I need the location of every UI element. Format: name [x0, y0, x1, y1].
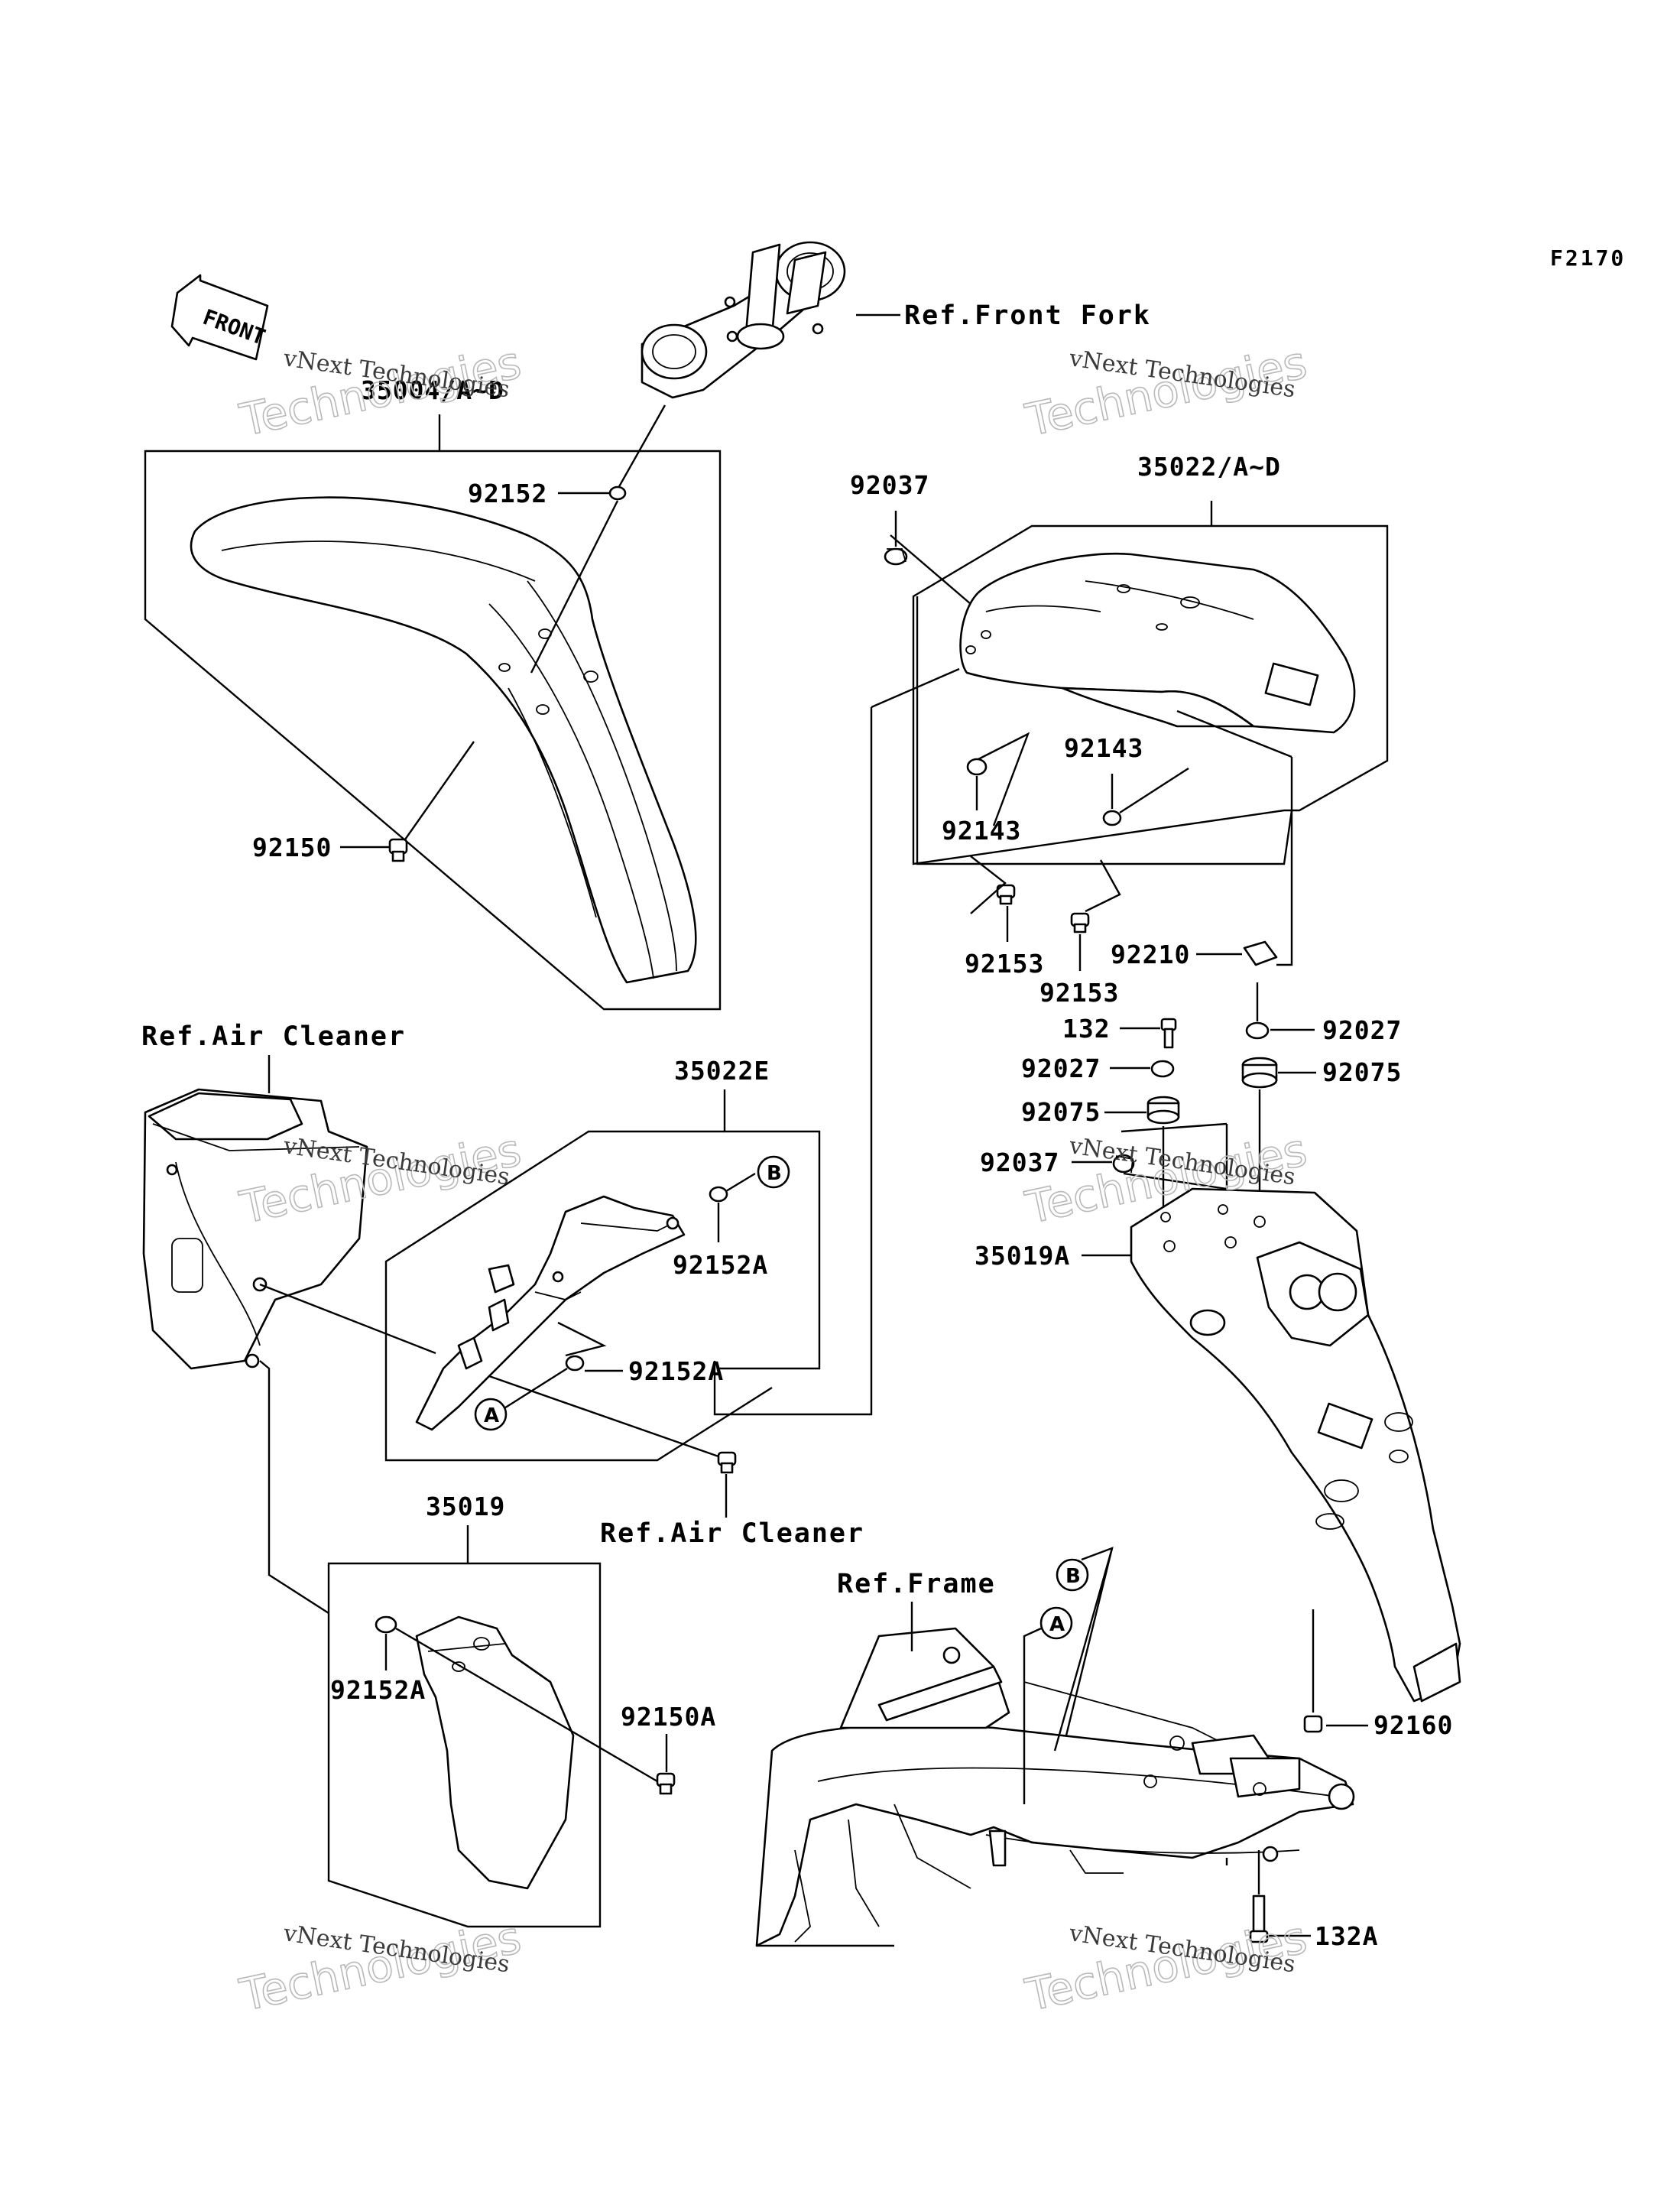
label-92037-top: 92037	[850, 470, 929, 500]
bolt-132-icon	[1160, 1018, 1177, 1049]
callout-b-upper: B	[757, 1155, 790, 1189]
rear-flap-part	[1130, 1187, 1461, 1703]
label-92150: 92150	[252, 833, 332, 862]
nut-92210-icon	[1243, 940, 1278, 966]
grommet-92143-left-icon	[966, 758, 988, 776]
svg-text:B: B	[1065, 1565, 1081, 1588]
ref-front-fork: Ref.Front Fork	[904, 300, 1151, 331]
svg-text:B: B	[767, 1162, 782, 1185]
front-fender-part	[190, 496, 697, 984]
diagram-code: F2170	[1550, 245, 1626, 271]
rear-fender-part	[959, 553, 1356, 734]
grommet-92152-icon	[608, 485, 627, 501]
label-92075-left: 92075	[1021, 1097, 1101, 1127]
label-rear-fender: 35022/A~D	[1137, 452, 1281, 482]
label-92152: 92152	[468, 479, 547, 508]
nut-92160-icon	[1303, 1715, 1323, 1733]
bolt-92153-right-icon	[1070, 912, 1090, 933]
label-92152A-side: 92152A	[330, 1675, 426, 1705]
rear-fender-group: 35022/A~D 92037 92143	[713, 452, 1389, 1416]
callout-a-upper: A	[474, 1398, 508, 1431]
ref-air-cleaner-top: Ref.Air Cleaner	[141, 1021, 406, 1052]
watermark-bottom-right: Technologies vNext Technologies	[1020, 1911, 1312, 2022]
callout-b-frame: B	[1056, 1558, 1089, 1592]
label-92037-mid: 92037	[980, 1148, 1059, 1177]
damper-92075-right-icon	[1241, 1057, 1278, 1089]
bolt-92153-left-icon	[996, 884, 1016, 905]
front-fork-clamp-part	[641, 241, 846, 399]
mounting-hardware-group: 132 92027 92027 92075 92075	[980, 982, 1402, 1269]
svg-text:A: A	[1049, 1613, 1065, 1636]
label-92075-right: 92075	[1322, 1057, 1402, 1087]
inner-fender-group: 35022E 92152A 92152A Ref.	[384, 1056, 864, 1549]
label-132A: 132A	[1315, 1921, 1378, 1951]
side-cover-part	[415, 1615, 575, 1890]
bolt-132A-icon	[1249, 1894, 1269, 1943]
label-92152A-lower: 92152A	[628, 1356, 724, 1386]
watermark-top-left: Technologies vNext Technologies	[235, 336, 526, 447]
callout-a-frame: A	[1039, 1606, 1073, 1640]
label-front-fender: 35004/A~D	[361, 375, 504, 405]
bolt-92150A-icon	[656, 1772, 676, 1795]
watermark-top-right: Technologies vNext Technologies	[1020, 336, 1312, 447]
air-cleaner-housing-part	[142, 1088, 368, 1370]
label-92152A-upper: 92152A	[673, 1250, 768, 1280]
grommet-92152A-upper-icon	[709, 1186, 728, 1203]
front-fender-group: Ref.Front Fork 35004/A~D 92152 92150	[144, 241, 1151, 1011]
label-92027-left: 92027	[1021, 1054, 1101, 1083]
label-132: 132	[1062, 1014, 1111, 1044]
label-92027-right: 92027	[1322, 1015, 1402, 1045]
grommet-92152A-lower-icon	[565, 1355, 585, 1372]
grommet-92143-right-icon	[1102, 810, 1122, 826]
label-inner-fender: 35022E	[674, 1056, 770, 1086]
label-92210: 92210	[1111, 940, 1190, 969]
front-arrow-icon: FRONT	[170, 274, 269, 361]
label-rear-flap: 35019A	[975, 1241, 1070, 1271]
ref-frame: Ref.Frame	[837, 1569, 996, 1599]
bolt-air-cleaner-icon	[717, 1451, 737, 1474]
grommet-92152A-side-icon	[375, 1615, 397, 1634]
ref-air-cleaner-bottom: Ref.Air Cleaner	[600, 1518, 864, 1549]
label-92150A: 92150A	[621, 1702, 716, 1732]
label-92143-left: 92143	[942, 816, 1021, 846]
svg-text:A: A	[484, 1404, 499, 1427]
watermark-bottom-left: Technologies vNext Technologies	[235, 1911, 526, 2022]
damper-92075-left-icon	[1146, 1096, 1180, 1125]
frame-part	[755, 1627, 1355, 1947]
label-92153-right: 92153	[1039, 978, 1119, 1008]
rear-flap-group: 35019A	[975, 1187, 1461, 1703]
bolt-92150-icon	[388, 838, 408, 862]
label-92143-right: 92143	[1064, 733, 1143, 763]
collar-92027-right-icon	[1245, 1021, 1270, 1040]
collar-92027-left-icon	[1150, 1060, 1175, 1078]
clip-92037-mid-icon	[1112, 1154, 1135, 1174]
side-cover-group: 35019 92152A 92150A	[327, 1492, 716, 1928]
label-side-cover: 35019	[426, 1492, 505, 1521]
label-92160: 92160	[1374, 1710, 1453, 1740]
clip-92037-icon	[884, 547, 908, 566]
label-92153-left: 92153	[965, 949, 1044, 979]
inner-fender-part	[415, 1195, 686, 1431]
